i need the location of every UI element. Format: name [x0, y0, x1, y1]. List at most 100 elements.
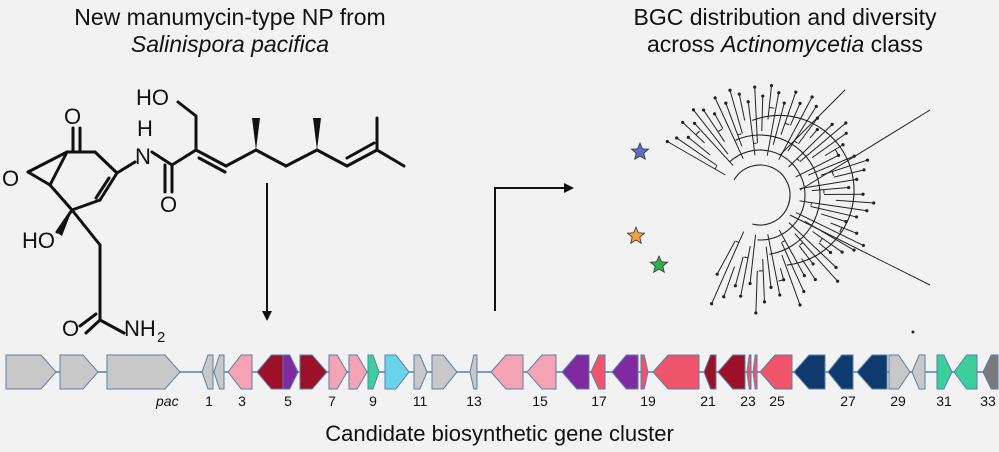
tree-branch — [723, 266, 735, 297]
gene-arrow — [201, 354, 214, 390]
gene-arrow — [348, 354, 368, 390]
gene-arrow — [59, 354, 99, 390]
tree-node — [737, 133, 742, 136]
tree-branch — [818, 242, 831, 253]
tree-tip — [847, 185, 851, 190]
tree-tip — [739, 294, 743, 298]
tree-branch — [811, 187, 849, 192]
tree-node — [782, 240, 786, 243]
tree-tip — [840, 250, 844, 254]
structure-title-species: Salinispora pacifica — [130, 31, 330, 57]
tree-tip — [753, 85, 757, 89]
gene-arrow — [561, 354, 590, 390]
tree-stars — [626, 141, 669, 274]
tree-tip — [722, 295, 726, 299]
tree-branch — [811, 132, 847, 159]
tree-branch — [738, 94, 746, 121]
tree-node — [810, 202, 812, 206]
tree-node — [695, 130, 700, 136]
tree-tip — [844, 131, 848, 135]
tree-node — [839, 227, 843, 233]
tree-branch — [807, 155, 855, 176]
gene-arrow — [490, 354, 524, 390]
tree-tip — [769, 285, 773, 289]
tree-branch — [781, 254, 801, 306]
gene-arrow — [526, 354, 557, 390]
tree-tip — [691, 108, 696, 112]
gene-arrow — [640, 354, 649, 390]
tree-tip — [737, 92, 741, 96]
tree-tip — [769, 84, 774, 88]
tree-node — [735, 240, 740, 243]
gene-arrow — [384, 354, 410, 390]
tree-branch — [788, 123, 833, 168]
gene-arrow — [590, 354, 606, 390]
tree-branch — [714, 97, 744, 159]
gene-number: 7 — [328, 393, 336, 409]
gene-arrow — [282, 354, 299, 390]
tree-tip — [794, 90, 798, 94]
tree-branch — [799, 178, 857, 190]
atom-label-h: H — [137, 116, 153, 141]
tree-tip — [811, 262, 815, 266]
tree-node — [744, 256, 749, 259]
tree-arc — [735, 134, 821, 255]
gene-arrow — [469, 354, 478, 390]
stereo-wedges — [56, 118, 321, 236]
tree-tip — [802, 274, 806, 278]
gene-arrow — [888, 354, 911, 390]
tree-branch — [725, 102, 743, 147]
tree-node — [834, 149, 839, 155]
structure-title: New manumycin-type NP from Salinispora p… — [40, 4, 420, 58]
tree-branch — [812, 231, 843, 253]
tree-branch — [778, 229, 805, 276]
tree-tip — [814, 104, 818, 108]
tree-tip — [834, 265, 838, 270]
tree-tip — [665, 139, 669, 144]
tree-tip — [815, 127, 819, 132]
gene-cluster — [5, 354, 999, 390]
tree-title-prefix: across — [646, 31, 722, 57]
gene-arrow — [611, 354, 639, 390]
gene-number: 33 — [980, 393, 996, 409]
manumycin-structure — [26, 100, 406, 335]
tree-tip — [813, 277, 817, 282]
tree-branch — [797, 117, 818, 145]
tree-branch — [761, 96, 764, 132]
gene-arrow — [856, 354, 888, 390]
tree-branch — [729, 90, 743, 134]
tree-star — [649, 254, 669, 274]
tree-node — [717, 128, 723, 133]
tree-branch — [754, 87, 758, 144]
tree-branch — [794, 233, 838, 282]
gene-arrow — [793, 354, 826, 390]
tree-tip — [675, 136, 679, 140]
tree-branch — [711, 231, 745, 304]
tree-tip — [724, 101, 728, 105]
tree-tip — [855, 177, 859, 181]
tree-branch — [833, 169, 865, 178]
gene-arrow — [5, 354, 57, 390]
pac-label: pac — [155, 393, 179, 409]
tree-branch — [766, 92, 780, 156]
tree-branch — [788, 222, 837, 268]
tree-branch — [799, 122, 847, 162]
tree-tip — [836, 279, 840, 283]
tree-tip — [865, 209, 869, 213]
tree-node — [769, 106, 775, 109]
tree-branch — [779, 268, 785, 280]
tree-branch — [667, 141, 726, 176]
tree-branch — [676, 137, 718, 167]
atom-label-terminal-nh: NH — [124, 316, 156, 341]
atom-label-ketone-o: O — [64, 104, 81, 129]
gene-arrow — [703, 354, 717, 390]
tree-tip — [798, 303, 802, 307]
tree-tip — [746, 100, 750, 104]
tree-tip — [861, 192, 865, 196]
tree-branch — [772, 103, 785, 145]
tree-tip — [715, 272, 719, 276]
atom-label-tertiary-ho: HO — [22, 228, 55, 253]
tree-tip — [778, 293, 782, 297]
tree-node — [794, 140, 798, 144]
gene-number: 29 — [890, 393, 906, 409]
